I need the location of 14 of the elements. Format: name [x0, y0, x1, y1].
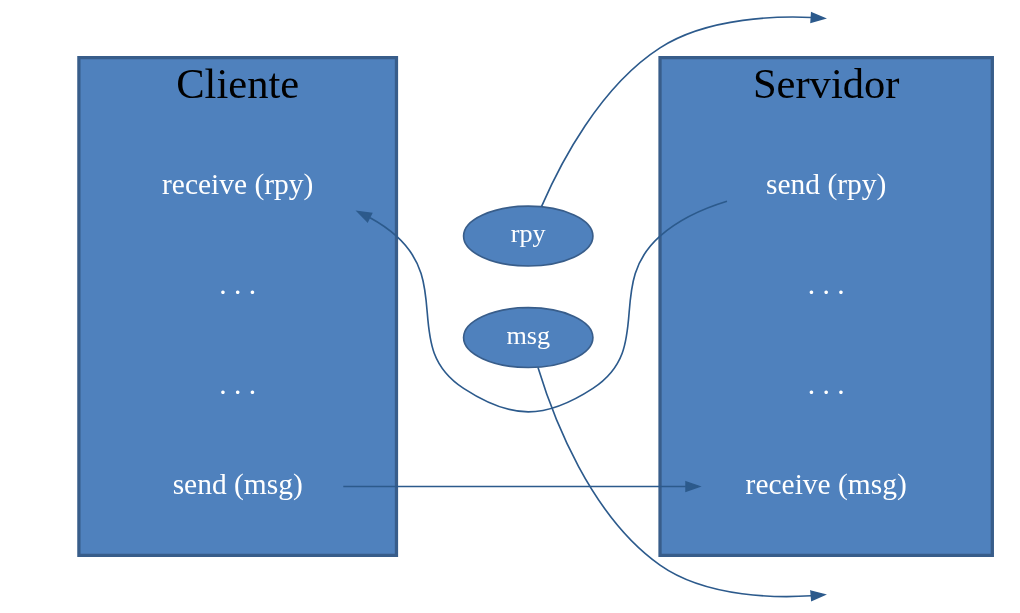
node-ellipse: rpy — [462, 204, 594, 267]
node-text: send (rpy) — [766, 167, 887, 200]
node-text: . . . — [219, 267, 257, 300]
arrow — [342, 480, 702, 492]
arrow — [537, 366, 827, 602]
arrow — [355, 199, 728, 413]
node-text: send (msg) — [172, 467, 303, 500]
node-ellipse: msg — [462, 306, 594, 368]
node-text: receive (msg) — [745, 467, 907, 500]
node-text: . . . — [807, 267, 845, 300]
node-text: receive (rpy) — [162, 167, 314, 200]
arrow — [540, 11, 827, 207]
node-text: . . . — [807, 367, 845, 400]
node-text: . . . — [219, 367, 257, 400]
